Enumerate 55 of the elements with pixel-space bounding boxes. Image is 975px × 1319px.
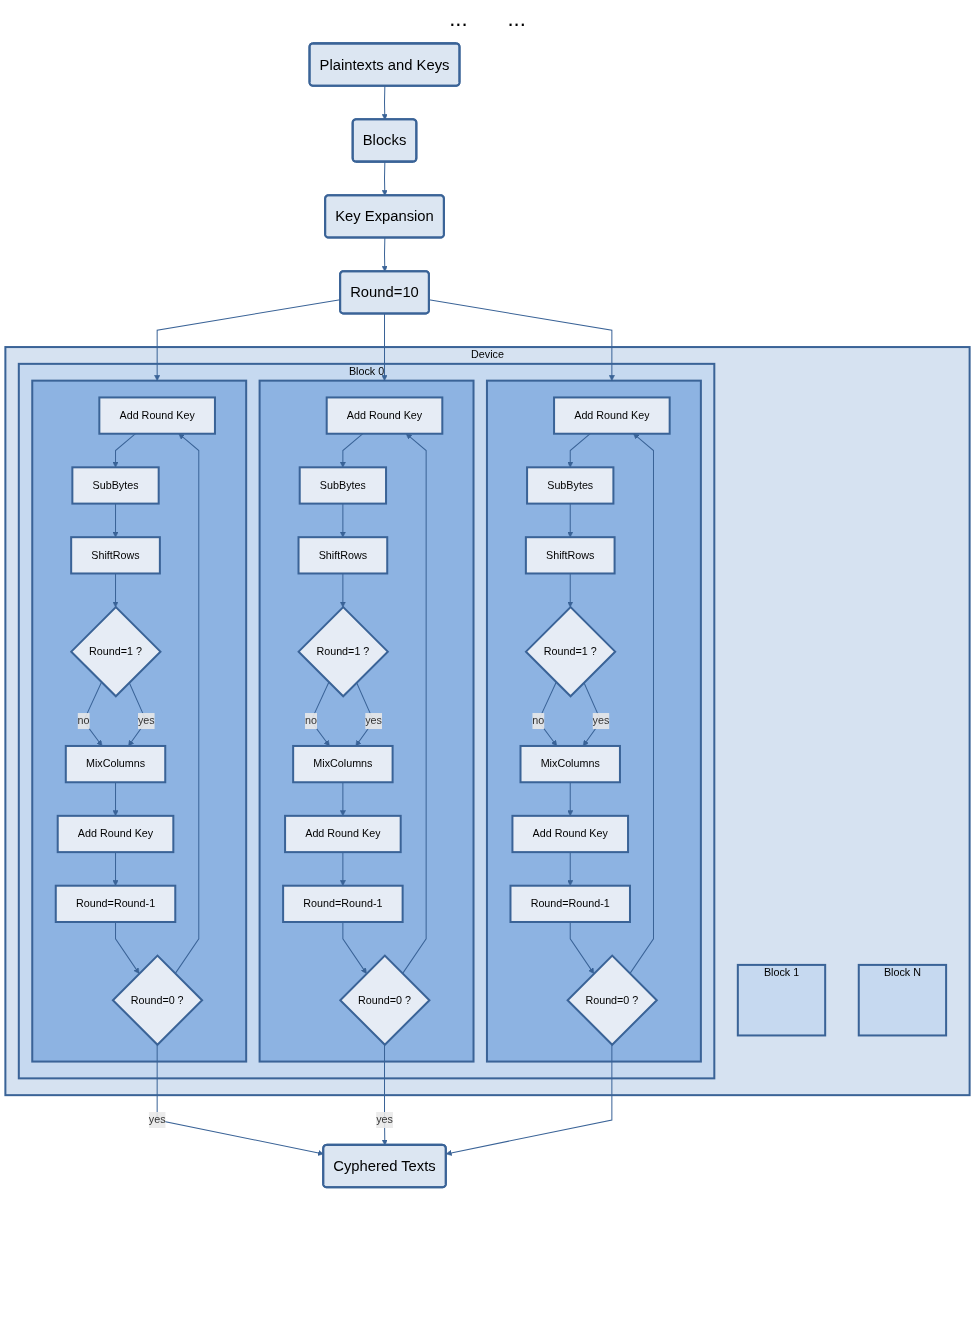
ellipsis-label: ... xyxy=(507,6,526,32)
node-box: Block 1 xyxy=(736,963,827,1037)
arrow xyxy=(381,85,388,120)
node-box: Add Round Key xyxy=(511,814,630,854)
node-box: Add Round Key xyxy=(553,396,671,435)
node-box: MixColumns xyxy=(519,744,621,784)
arrow xyxy=(339,433,364,468)
edge-label: no xyxy=(77,715,90,727)
arrow xyxy=(445,1044,613,1156)
edge-label: yes xyxy=(376,1113,393,1126)
arrow xyxy=(112,503,119,538)
node-box: ShiftRows xyxy=(524,536,616,575)
arrow xyxy=(156,1044,324,1156)
cluster xyxy=(31,379,248,1063)
node-box: ShiftRows xyxy=(297,536,389,575)
node-box: Add Round Key xyxy=(325,396,444,435)
node-box: MixColumns xyxy=(64,744,167,784)
arrow xyxy=(402,433,427,975)
edge-label: yes xyxy=(592,715,610,727)
arrow xyxy=(567,433,591,468)
arrow xyxy=(629,433,654,975)
node-box: Add Round Key xyxy=(284,814,402,854)
node-box: SubBytes xyxy=(71,466,160,505)
node-box: ShiftRows xyxy=(70,536,161,575)
node-box: Round=Round-1 xyxy=(282,884,404,923)
node-diamond: Round=0 ? xyxy=(566,954,659,1047)
node-box: SubBytes xyxy=(526,466,615,505)
node-box: Add Round Key xyxy=(56,814,175,854)
node-box: MixColumns xyxy=(292,744,394,784)
edge-label: yes xyxy=(365,715,382,727)
node-box: SubBytes xyxy=(298,466,388,505)
cluster xyxy=(258,379,475,1063)
edge-label: yes xyxy=(148,1113,166,1126)
node-box: Round=Round-1 xyxy=(54,884,177,923)
edge-label: yes xyxy=(137,715,155,727)
edge-label: no xyxy=(304,715,317,727)
arrow xyxy=(428,299,615,381)
arrow xyxy=(381,237,388,272)
arrow xyxy=(174,433,200,975)
arrow xyxy=(381,161,388,196)
node-box: Block N xyxy=(857,963,948,1037)
ellipsis-label: ... xyxy=(449,6,468,32)
node-diamond: Round=0 ? xyxy=(338,954,431,1047)
node-diamond: Round=1 ? xyxy=(297,605,390,698)
node-box: Add Round Key xyxy=(98,396,216,435)
edge-label: no xyxy=(532,715,545,727)
arrow xyxy=(339,503,346,538)
node-box: Round=Round-1 xyxy=(509,884,631,923)
node-diamond: Round=1 ? xyxy=(524,605,617,698)
arrow xyxy=(112,433,137,468)
node-diamond: Round=1 ? xyxy=(69,605,162,698)
node-diamond: Round=0 ? xyxy=(111,954,204,1047)
arrow xyxy=(154,299,341,381)
cluster xyxy=(485,379,702,1063)
arrow xyxy=(567,503,574,538)
